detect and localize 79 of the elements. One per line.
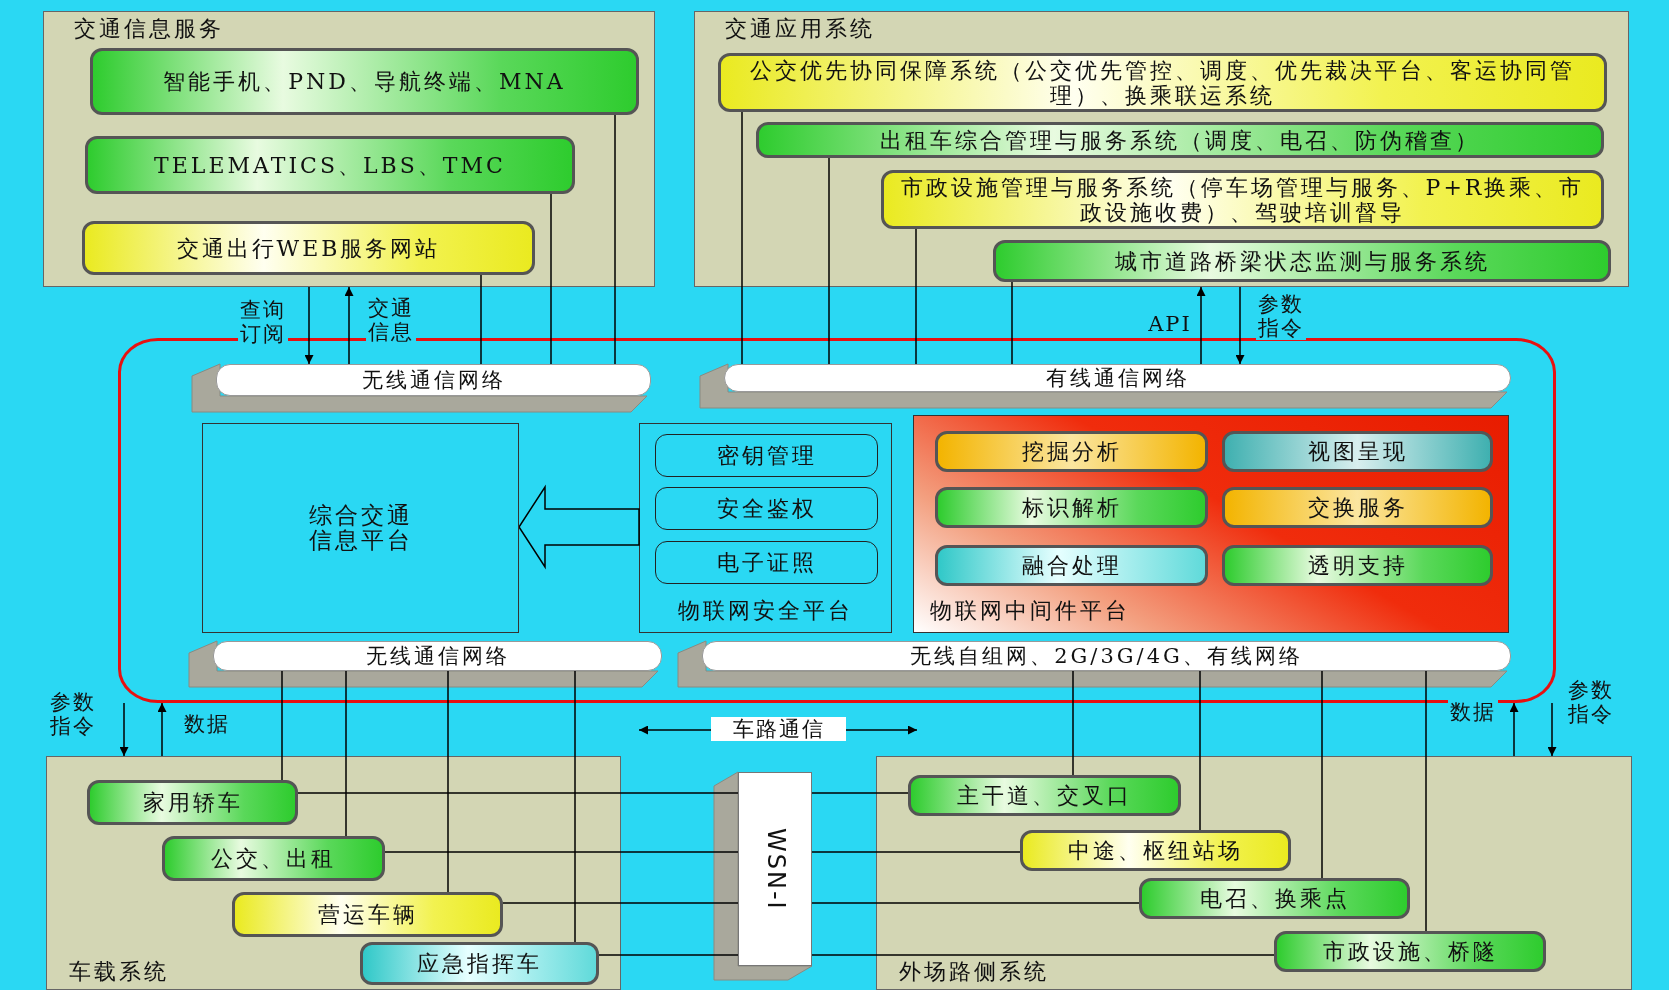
system-box: 家用轿车 bbox=[87, 780, 298, 825]
panel-heading: 车载系统 bbox=[69, 958, 169, 986]
arrow bbox=[157, 702, 167, 757]
system-panel bbox=[876, 756, 1632, 990]
connector-line bbox=[1011, 281, 1013, 365]
connector-line bbox=[297, 792, 739, 794]
function-box: 电子证照 bbox=[655, 541, 878, 584]
edge-label: 参数指令 bbox=[1256, 292, 1306, 340]
connector-line bbox=[550, 193, 552, 365]
system-panel bbox=[694, 11, 1629, 287]
arrow bbox=[119, 702, 129, 757]
system-box: 营运车辆 bbox=[232, 892, 503, 937]
system-box: 城市道路桥梁状态监测与服务系统 bbox=[993, 240, 1611, 282]
system-box: 主干道、交叉口 bbox=[908, 775, 1181, 816]
panel-heading: 交通应用系统 bbox=[725, 15, 875, 43]
system-panel bbox=[43, 11, 655, 287]
edge-label: 数据 bbox=[1448, 700, 1498, 724]
network-bar: 无线通信网络 bbox=[213, 641, 662, 671]
connector-line bbox=[1072, 670, 1074, 776]
connector-line bbox=[1321, 670, 1323, 879]
panel-heading: 物联网安全平台 bbox=[677, 597, 854, 625]
arrow bbox=[344, 286, 354, 365]
system-box: 融合处理 bbox=[935, 545, 1208, 586]
panel-heading: 交通信息服务 bbox=[74, 15, 224, 43]
edge-label: 车路通信 bbox=[711, 717, 846, 741]
system-box: TELEMATICS、LBS、TMC bbox=[85, 136, 575, 194]
connector-line bbox=[384, 851, 739, 853]
system-box: 出租车综合管理与服务系统（调度、电召、防伪稽查） bbox=[756, 122, 1604, 158]
system-box: 市政设施、桥隧 bbox=[1274, 931, 1546, 972]
system-box: 视图呈现 bbox=[1222, 431, 1493, 472]
connector-line bbox=[811, 902, 1140, 904]
function-box: 密钥管理 bbox=[655, 434, 878, 477]
arrow bbox=[1509, 702, 1519, 757]
arrow bbox=[304, 286, 314, 365]
system-box: 标识解析 bbox=[935, 487, 1208, 528]
arrow bbox=[1547, 702, 1557, 757]
arrow bbox=[1196, 286, 1206, 365]
system-box: 公交优先协同保障系统（公交优先管控、调度、优先裁决平台、客运协同管理）、换乘联运系统 bbox=[718, 53, 1607, 112]
connector-line bbox=[1425, 670, 1427, 932]
connector-line bbox=[811, 851, 1021, 853]
system-box: 挖掘分析 bbox=[935, 431, 1208, 472]
system-box: 电召、换乘点 bbox=[1139, 878, 1410, 919]
connector-line bbox=[614, 114, 616, 365]
connector-line bbox=[811, 954, 1275, 956]
system-box: 公交、出租 bbox=[162, 836, 385, 881]
panel-heading: 外场路侧系统 bbox=[899, 958, 1049, 986]
network-bar: 有线通信网络 bbox=[724, 364, 1511, 392]
system-box: 中途、枢纽站场 bbox=[1020, 830, 1291, 871]
hollow-arrow bbox=[518, 484, 640, 570]
connector-line bbox=[1199, 670, 1201, 831]
platform-box: 综合交通信息平台 bbox=[202, 423, 519, 633]
connector-line bbox=[447, 670, 449, 893]
network-bar: 无线通信网络 bbox=[216, 364, 651, 396]
panel-heading: 物联网中间件平台 bbox=[930, 597, 1130, 625]
connector-line bbox=[345, 670, 347, 837]
system-box: 交换服务 bbox=[1222, 487, 1493, 528]
connector-line bbox=[915, 228, 917, 365]
system-box: 市政设施管理与服务系统（停车场管理与服务、P+R换乘、市政设施收费）、驾驶培训督导 bbox=[881, 170, 1604, 229]
connector-line bbox=[598, 954, 739, 956]
edge-label: 查询订阅 bbox=[238, 298, 288, 346]
arrow bbox=[1235, 286, 1245, 365]
system-panel bbox=[46, 756, 621, 990]
connector-line bbox=[502, 902, 739, 904]
middleware-panel bbox=[913, 415, 1509, 633]
security-panel bbox=[639, 423, 892, 633]
system-box: 智能手机、PND、导航终端、MNA bbox=[90, 48, 639, 115]
connector-line bbox=[741, 111, 743, 365]
edge-label: 交通信息 bbox=[366, 296, 416, 344]
system-box: 透明支持 bbox=[1222, 545, 1493, 586]
connector-line bbox=[281, 670, 283, 781]
network-bar: 无线自组网、2G/3G/4G、有线网络 bbox=[702, 641, 1511, 671]
system-box: 交通出行WEB服务网站 bbox=[82, 221, 535, 275]
sensor-network-box: WSN-I bbox=[738, 772, 812, 966]
connector-line bbox=[574, 670, 576, 943]
connector-line bbox=[828, 157, 830, 365]
connector-line bbox=[480, 274, 482, 365]
connector-line bbox=[811, 792, 909, 794]
function-box: 安全鉴权 bbox=[655, 487, 878, 530]
system-box: 应急指挥车 bbox=[360, 942, 599, 985]
